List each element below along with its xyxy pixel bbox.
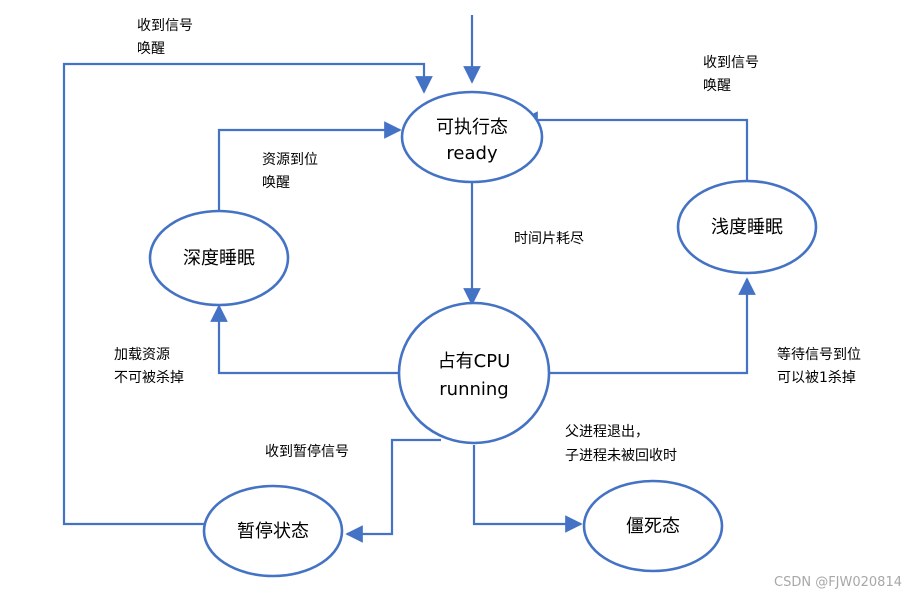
edge-running-to-deep [210,304,400,375]
edge-label-running-to-deep-2: 不可被杀掉 [114,370,184,386]
edge-label-running-to-zombie-1: 父进程退出， [565,424,649,440]
edge-label-running-to-zombie-2: 子进程未被回收时 [565,448,677,464]
watermark: CSDN @FJW020814 [774,575,902,590]
edge-running-to-paused [345,438,441,543]
edge-label-ready-to-running: 时间片耗尽 [514,231,584,247]
node-zombie-label: 僵死态 [626,516,680,537]
node-ready-label: 可执行态 [436,117,508,138]
edge-label-deep-to-ready-2: 唤醒 [262,174,290,191]
node-running-sublabel: running [439,379,508,400]
node-running-label: 占有CPU [438,351,511,372]
edge-deep-to-ready [217,121,402,211]
node-light-sleep: 浅度睡眠 [676,179,818,275]
edge-label-paused-to-ready-1: 收到信号 [137,18,193,34]
node-ready: 可执行态 ready [400,90,544,184]
edge-label-light-to-ready-1: 收到信号 [703,55,759,71]
node-running: 占有CPU running [397,301,551,445]
edge-label-deep-to-ready-1: 资源到位 [262,152,318,168]
node-deep-sleep: 深度睡眠 [148,209,290,307]
node-ready-sublabel: ready [446,143,498,164]
node-light-sleep-label: 浅度睡眠 [711,217,783,238]
edge-label-light-to-ready-2: 唤醒 [703,77,731,94]
edge-label-running-to-light-2: 可以被1杀掉 [777,370,856,386]
node-paused-label: 暂停状态 [237,521,309,542]
edge-label-running-to-deep-1: 加载资源 [114,347,170,363]
edge-running-to-zombie [472,445,583,533]
edge-label-running-to-paused: 收到暂停信号 [265,443,349,460]
edge-label-paused-to-ready-2: 唤醒 [137,40,165,57]
node-deep-sleep-label: 深度睡眠 [183,248,255,269]
edge-running-to-light [548,277,756,375]
node-zombie: 僵死态 [582,479,724,573]
node-paused: 暂停状态 [202,484,344,578]
edge-label-running-to-light-1: 等待信号到位 [777,346,861,363]
edge-light-to-ready [520,111,749,193]
edge-paused-to-ready [62,62,433,526]
